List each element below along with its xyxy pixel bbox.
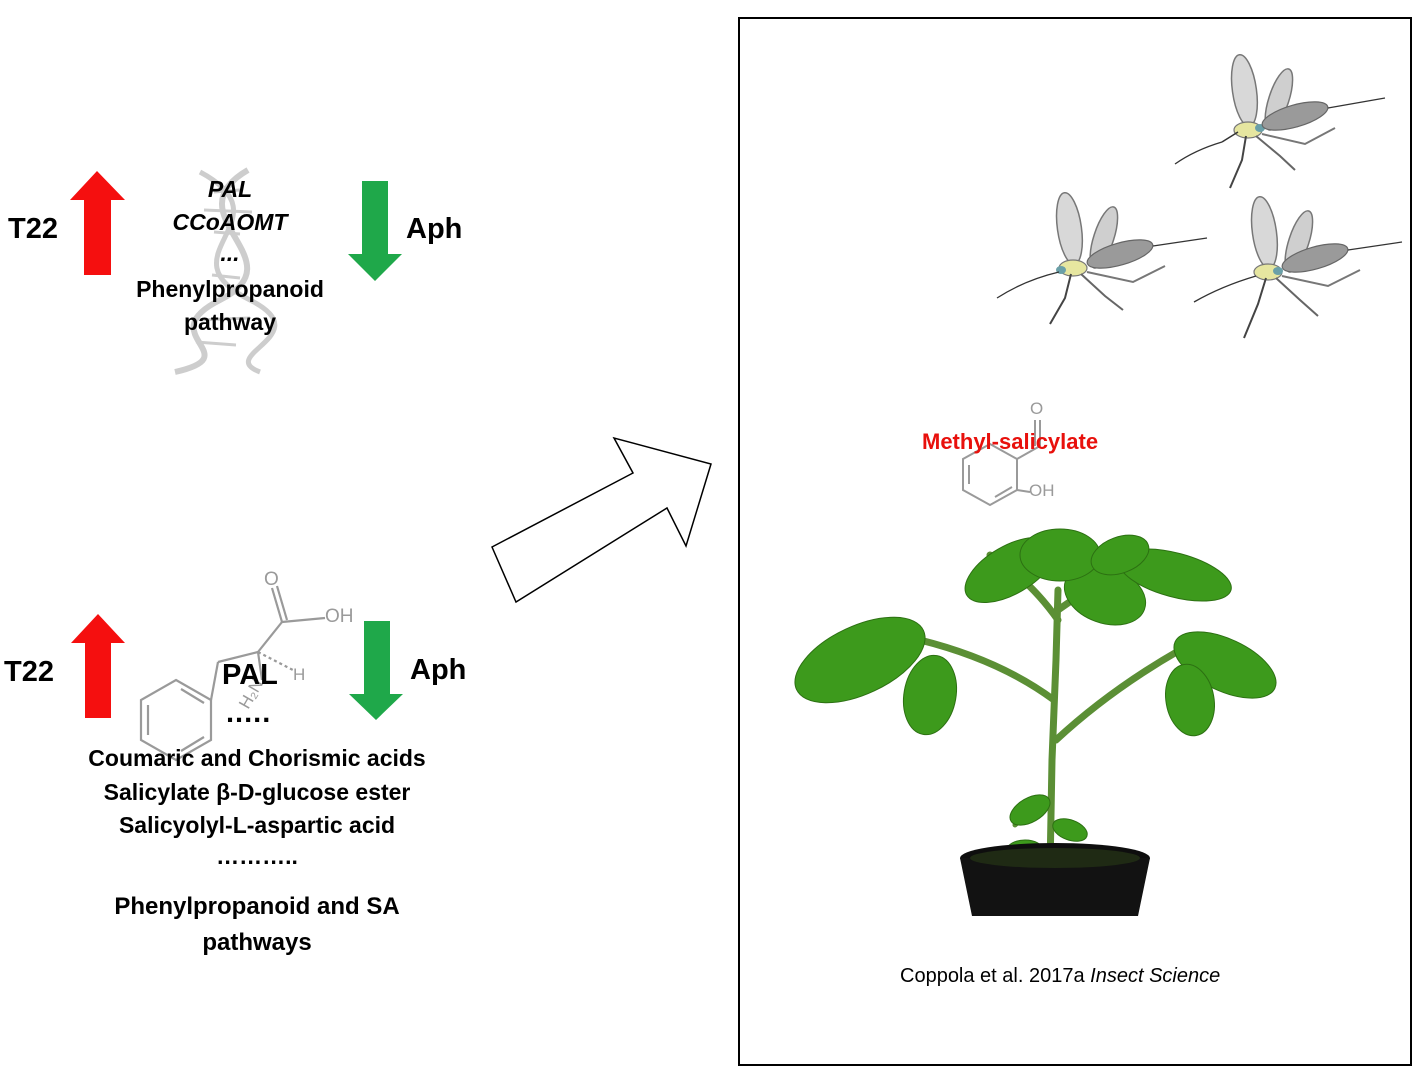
compound-label-oh: OH xyxy=(1029,481,1055,500)
citation: Coppola et al. 2017a Insect Science xyxy=(900,965,1220,988)
citation-journal: Insect Science xyxy=(1090,965,1221,987)
down-arrow-bottom-icon xyxy=(349,621,403,720)
metabolite-3: Salicyolyl-L-aspartic acid xyxy=(118,812,396,838)
molecule-label-o: O xyxy=(264,569,279,590)
down-arrow-top-icon xyxy=(348,181,402,281)
gene-ccoaomt: CCoAOMT xyxy=(172,209,288,235)
wasp-icon xyxy=(1193,195,1403,339)
pathway-line-2: pathway xyxy=(183,309,277,335)
aph-label-bottom: Aph xyxy=(410,654,467,686)
metabolite-ellipsis: ……….. xyxy=(216,843,298,869)
wasp-icon xyxy=(996,191,1208,325)
citation-authors: Coppola et al. 2017a xyxy=(900,965,1085,987)
bottom-pathway-line-1: Phenylpropanoid and SA xyxy=(114,893,400,920)
plant-panel xyxy=(738,17,1412,1066)
gene-ellipsis: ... xyxy=(220,240,240,266)
big-outline-arrow-icon xyxy=(491,436,712,604)
molecule-label-h: H xyxy=(293,665,306,684)
bottom-pathway-line-2: pathways xyxy=(202,929,312,956)
molecule-label-oh: OH xyxy=(325,606,354,627)
pathway-line-1: Phenylpropanoid xyxy=(136,276,324,302)
methyl-salicylate-structure-icon xyxy=(962,420,1041,507)
compound-label: Methyl-salicylate xyxy=(922,429,1099,454)
metabolite-1: Coumaric and Chorismic acids xyxy=(88,745,426,771)
enzyme-dots: ..... xyxy=(226,697,272,729)
t22-label-bottom: T22 xyxy=(4,656,54,688)
aph-label-top: Aph xyxy=(406,213,463,245)
wasp-icon xyxy=(1174,53,1386,189)
phenylalanine-structure-icon xyxy=(139,585,326,762)
enzyme-pal: PAL xyxy=(222,659,278,691)
gene-pal: PAL xyxy=(207,176,253,202)
tomato-plant-icon xyxy=(794,528,1277,916)
compound-label-o: O xyxy=(1030,399,1044,418)
up-arrow-top-icon xyxy=(70,171,125,275)
dna-helix-icon xyxy=(174,167,278,375)
up-arrow-bottom-icon xyxy=(71,614,125,718)
t22-label-top: T22 xyxy=(8,213,58,245)
metabolite-2: Salicylate β-D-glucose ester xyxy=(103,779,411,805)
